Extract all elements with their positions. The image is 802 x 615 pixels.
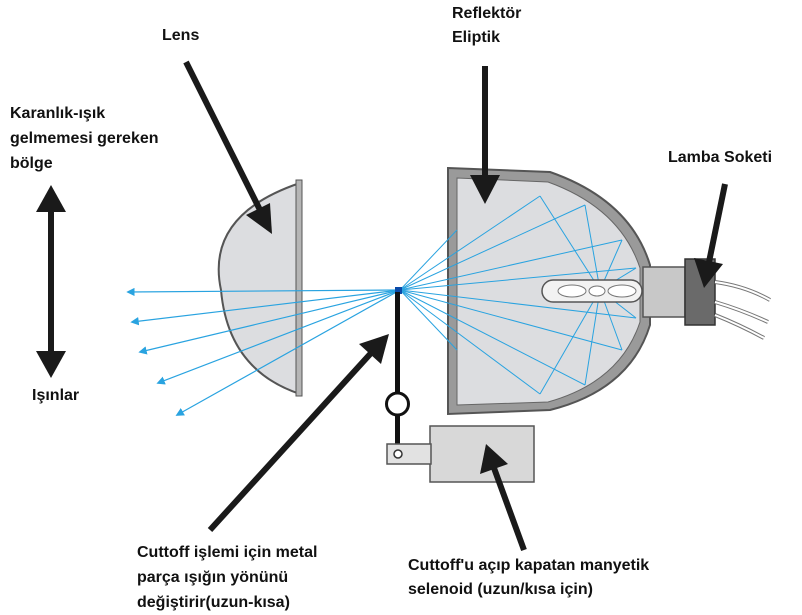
dark-zone-label-line1: Karanlık-ışık [10, 105, 105, 122]
cutoff-label-line2: parça ışığın yönünü [137, 569, 288, 586]
reflector-internal-rays [399, 195, 637, 395]
lamp-socket [642, 258, 771, 340]
lamp-bulb [541, 279, 643, 303]
solenoid-label-line1: Cuttoff'u açıp kapatan manyetik [408, 557, 649, 574]
cutoff-shield [385, 292, 410, 452]
cutoff-label-line3: değiştirir(uzun-kısa) [137, 594, 290, 611]
solenoid-label-line2: selenoid (uzun/kısa için) [408, 581, 593, 598]
reflector-label-line2: Eliptik [452, 29, 500, 46]
pointer-arrows [36, 60, 728, 552]
outgoing-light-rays [126, 287, 401, 416]
rays-label: Işınlar [32, 387, 79, 404]
dark-zone-label-line3: bölge [10, 155, 53, 172]
cutoff-label-line1: Cuttoff işlemi için metal [137, 544, 317, 561]
dark-zone-label-line2: gelmemesi gereken [10, 130, 159, 147]
socket-label: Lamba Soketi [668, 149, 772, 166]
lens-label: Lens [162, 27, 199, 44]
focal-point [395, 287, 402, 294]
projector-lens [217, 179, 303, 397]
magnetic-solenoid [386, 425, 535, 483]
reflector-label-line1: Reflektör [452, 5, 521, 22]
